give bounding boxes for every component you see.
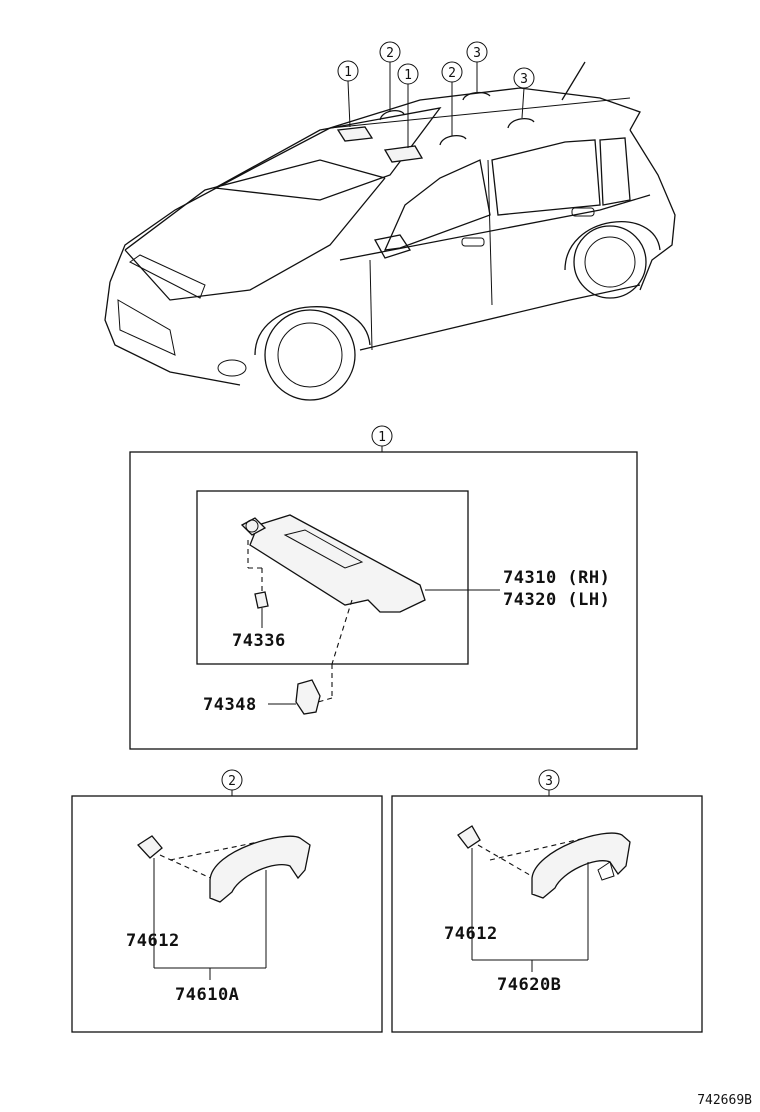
part-number-grip-assy-3: 74620B [497, 975, 561, 995]
section-3-frame [391, 795, 703, 1033]
svg-text:1: 1 [378, 430, 386, 445]
car-visor-lh-marker [383, 145, 424, 163]
part-number-visor-rh: 74310 (RH) [503, 568, 610, 588]
car-callout-2a: 2 [379, 41, 401, 112]
car-grip-marker-2 [439, 134, 467, 146]
section-1-callout: 1 [371, 425, 393, 452]
car-grip-marker-4 [507, 117, 535, 129]
car-callout-3b: 3 [513, 67, 535, 119]
section-2-frame [71, 795, 383, 1033]
svg-text:3: 3 [473, 46, 481, 61]
car-callout-3a: 3 [466, 41, 488, 92]
figure-reference: 742669B [697, 1093, 752, 1108]
section-2-callout: 2 [221, 769, 243, 796]
part-number-grip-cover-2: 74612 [126, 931, 180, 951]
car-grip-marker-1 [379, 109, 405, 121]
visor-clip-illustration [254, 591, 269, 628]
car-callout-1b: 1 [397, 63, 419, 148]
part-number-visor-lh: 74320 (LH) [503, 590, 610, 610]
car-callout-2b: 2 [441, 61, 463, 136]
part-number-grip-assy-2: 74610A [175, 985, 239, 1005]
part-number-visor-clip: 74336 [232, 631, 286, 651]
car-callout-1a: 1 [337, 60, 359, 128]
grip-3-illustration [457, 825, 631, 972]
car-illustration [104, 61, 676, 401]
car-grip-marker-3 [462, 91, 491, 101]
sun-visor-illustration [240, 514, 426, 613]
svg-text:2: 2 [386, 46, 394, 61]
svg-text:2: 2 [228, 774, 236, 789]
section-1-frame [129, 451, 638, 750]
grip-2-illustration [136, 835, 311, 980]
section-3-callout: 3 [538, 769, 560, 796]
part-number-visor-holder: 74348 [203, 695, 257, 715]
svg-text:3: 3 [545, 774, 553, 789]
svg-text:1: 1 [404, 68, 412, 83]
visor-holder-illustration [268, 599, 353, 715]
svg-text:2: 2 [448, 66, 456, 81]
part-number-grip-cover-3: 74612 [444, 924, 498, 944]
car-visor-rh-marker [336, 126, 374, 142]
svg-text:3: 3 [520, 72, 528, 87]
svg-text:1: 1 [344, 65, 352, 80]
